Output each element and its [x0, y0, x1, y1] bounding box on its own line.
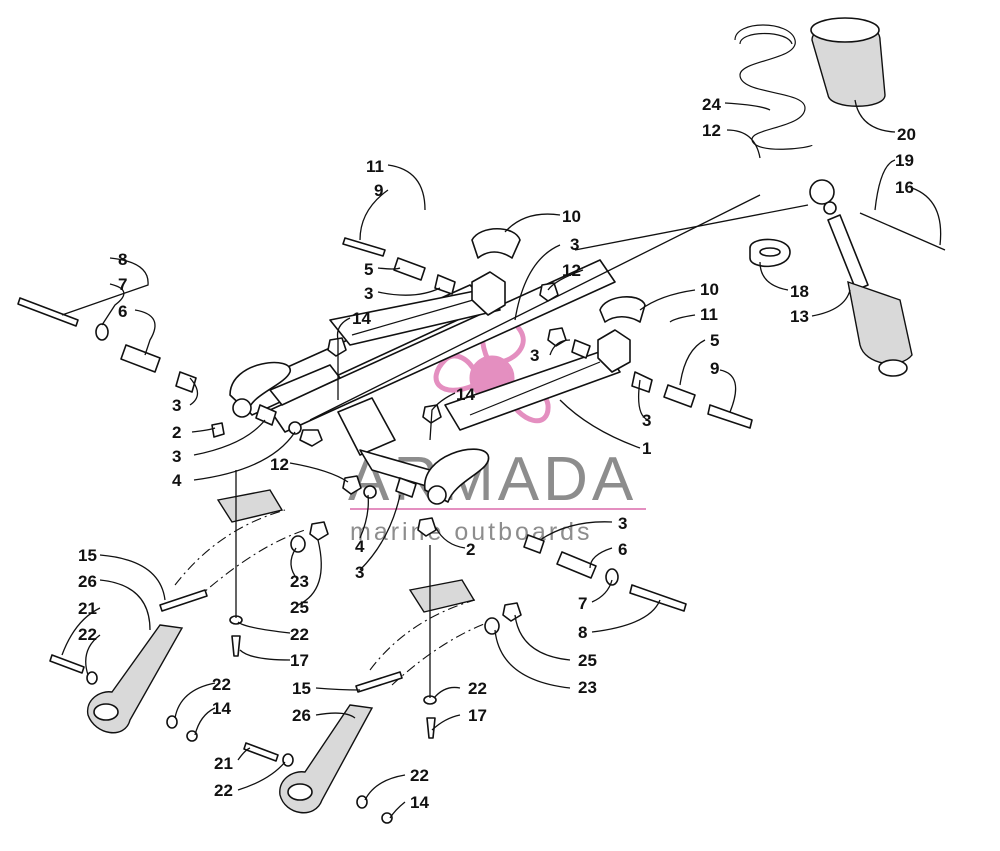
- callout-14: 14: [410, 793, 429, 812]
- callout-10: 10: [700, 280, 719, 299]
- hardware: [17, 228, 753, 612]
- callout-20: 20: [897, 125, 916, 144]
- watermark-brand: ARMADA: [348, 445, 637, 514]
- callout-22: 22: [214, 781, 233, 800]
- callout-6: 6: [618, 540, 627, 559]
- coil-spring-icon: [734, 24, 813, 150]
- watermark-logo: ARMADA marine outboards: [348, 313, 646, 546]
- callout-7: 7: [578, 594, 587, 613]
- callout-21: 21: [214, 754, 233, 773]
- callout-3: 3: [530, 346, 539, 365]
- shock-absorber: [734, 17, 913, 377]
- callout-22: 22: [468, 679, 487, 698]
- callout-4: 4: [172, 471, 182, 490]
- watermark-tagline: marine outboards: [350, 518, 593, 546]
- callout-22: 22: [290, 625, 309, 644]
- callout-15: 15: [78, 546, 97, 565]
- watermark-divider: [350, 508, 646, 510]
- callout-13: 13: [790, 307, 809, 326]
- callout-14: 14: [212, 699, 231, 718]
- callout-19: 19: [895, 151, 914, 170]
- callout-3: 3: [618, 514, 627, 533]
- callout-17: 17: [468, 706, 487, 725]
- callout-17: 17: [290, 651, 309, 670]
- callout-15: 15: [292, 679, 311, 698]
- callout-16: 16: [895, 178, 914, 197]
- footrest-assemblies: [49, 489, 522, 824]
- callout-21: 21: [78, 599, 97, 618]
- callout-22: 22: [410, 766, 429, 785]
- callout-25: 25: [578, 651, 597, 670]
- callout-22: 22: [78, 625, 97, 644]
- callout-10: 10: [562, 207, 581, 226]
- callout-1: 1: [642, 439, 651, 458]
- callout-3: 3: [355, 563, 364, 582]
- callout-12: 12: [270, 455, 289, 474]
- callout-25: 25: [290, 598, 309, 617]
- callout-26: 26: [292, 706, 311, 725]
- callout-2: 2: [172, 423, 181, 442]
- callout-3: 3: [172, 396, 181, 415]
- callout-14: 14: [352, 309, 371, 328]
- callout-3: 3: [642, 411, 651, 430]
- suspension-frame: [229, 259, 631, 505]
- callout-5: 5: [710, 331, 719, 350]
- callout-12: 12: [702, 121, 721, 140]
- callout-24: 24: [702, 95, 721, 114]
- callout-9: 9: [710, 359, 719, 378]
- callout-11: 11: [366, 157, 384, 176]
- callout-8: 8: [578, 623, 587, 642]
- callout-2: 2: [466, 540, 475, 559]
- callout-7: 7: [118, 275, 127, 294]
- callout-9: 9: [374, 181, 383, 200]
- callout-23: 23: [290, 572, 309, 591]
- leader-lines: [61, 99, 946, 819]
- callout-6: 6: [118, 302, 127, 321]
- callout-23: 23: [578, 678, 597, 697]
- callout-5: 5: [364, 260, 373, 279]
- callout-3: 3: [172, 447, 181, 466]
- callout-26: 26: [78, 572, 97, 591]
- callout-12: 12: [562, 261, 581, 280]
- callout-3: 3: [364, 284, 373, 303]
- callout-18: 18: [790, 282, 809, 301]
- callout-labels: 8 7 6 3 2 3 4 11 9 10 5 3 14 3 12 3 14 1…: [78, 95, 916, 812]
- callout-3: 3: [570, 235, 579, 254]
- callout-14: 14: [456, 385, 475, 404]
- callout-11: 11: [700, 305, 718, 324]
- callout-8: 8: [118, 250, 127, 269]
- callout-4: 4: [355, 537, 365, 556]
- callout-22: 22: [212, 675, 231, 694]
